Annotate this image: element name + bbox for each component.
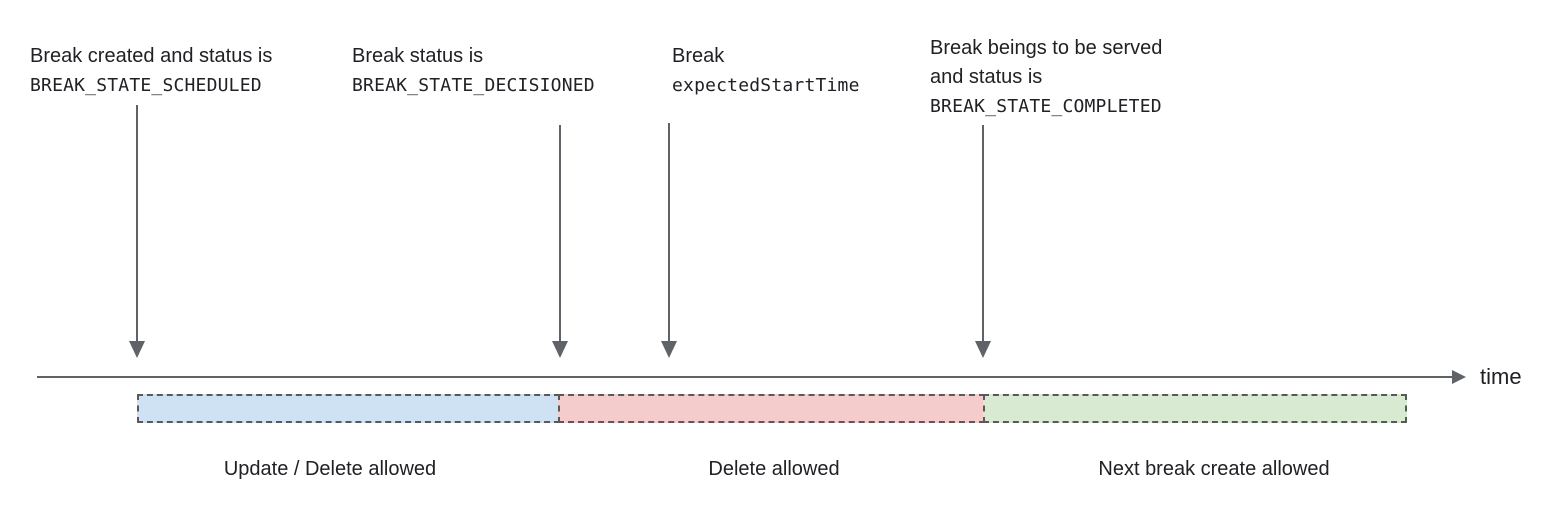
arrow-stem	[982, 125, 984, 341]
arrow-head	[552, 341, 568, 358]
annotation-text: Break status is	[352, 45, 484, 67]
annotation-break-completed: Break beings to be served and status is …	[930, 34, 1162, 121]
down-arrow-icon	[975, 125, 991, 358]
arrow-stem	[136, 105, 138, 341]
annotation-code: BREAK_STATE_COMPLETED	[930, 96, 1162, 117]
annotation-text: Break created and status is	[30, 45, 273, 67]
down-arrow-icon	[552, 125, 568, 358]
annotation-code: BREAK_STATE_DECISIONED	[352, 75, 595, 96]
down-arrow-icon	[661, 123, 677, 358]
arrow-head	[975, 341, 991, 358]
annotation-code: expectedStartTime	[672, 75, 860, 96]
arrow-stem	[559, 125, 561, 341]
annotation-expected-start-time: Break expectedStartTime	[672, 42, 860, 100]
annotation-text: Break	[672, 45, 725, 67]
annotation-text: and status is	[930, 66, 1043, 88]
annotation-text: Break beings to be served	[930, 37, 1163, 59]
arrow-head	[661, 341, 677, 358]
segment-label: Next break create allowed	[1098, 458, 1330, 480]
annotation-break-decisioned: Break status is BREAK_STATE_DECISIONED	[352, 42, 595, 100]
time-axis-arrow-icon	[1452, 370, 1466, 384]
arrow-stem	[668, 123, 670, 341]
annotation-break-scheduled: Break created and status is BREAK_STATE_…	[30, 42, 272, 100]
segment-label: Delete allowed	[708, 458, 840, 480]
time-axis-label: time	[1480, 364, 1522, 389]
time-axis-line	[37, 376, 1452, 378]
segment-label: Update / Delete allowed	[223, 458, 437, 480]
arrow-head	[129, 341, 145, 358]
segment-next-break-create-allowed	[983, 394, 1407, 423]
down-arrow-icon	[129, 105, 145, 358]
segment-delete-allowed	[558, 394, 985, 423]
segment-update-delete-allowed	[137, 394, 560, 423]
annotation-code: BREAK_STATE_SCHEDULED	[30, 75, 262, 96]
